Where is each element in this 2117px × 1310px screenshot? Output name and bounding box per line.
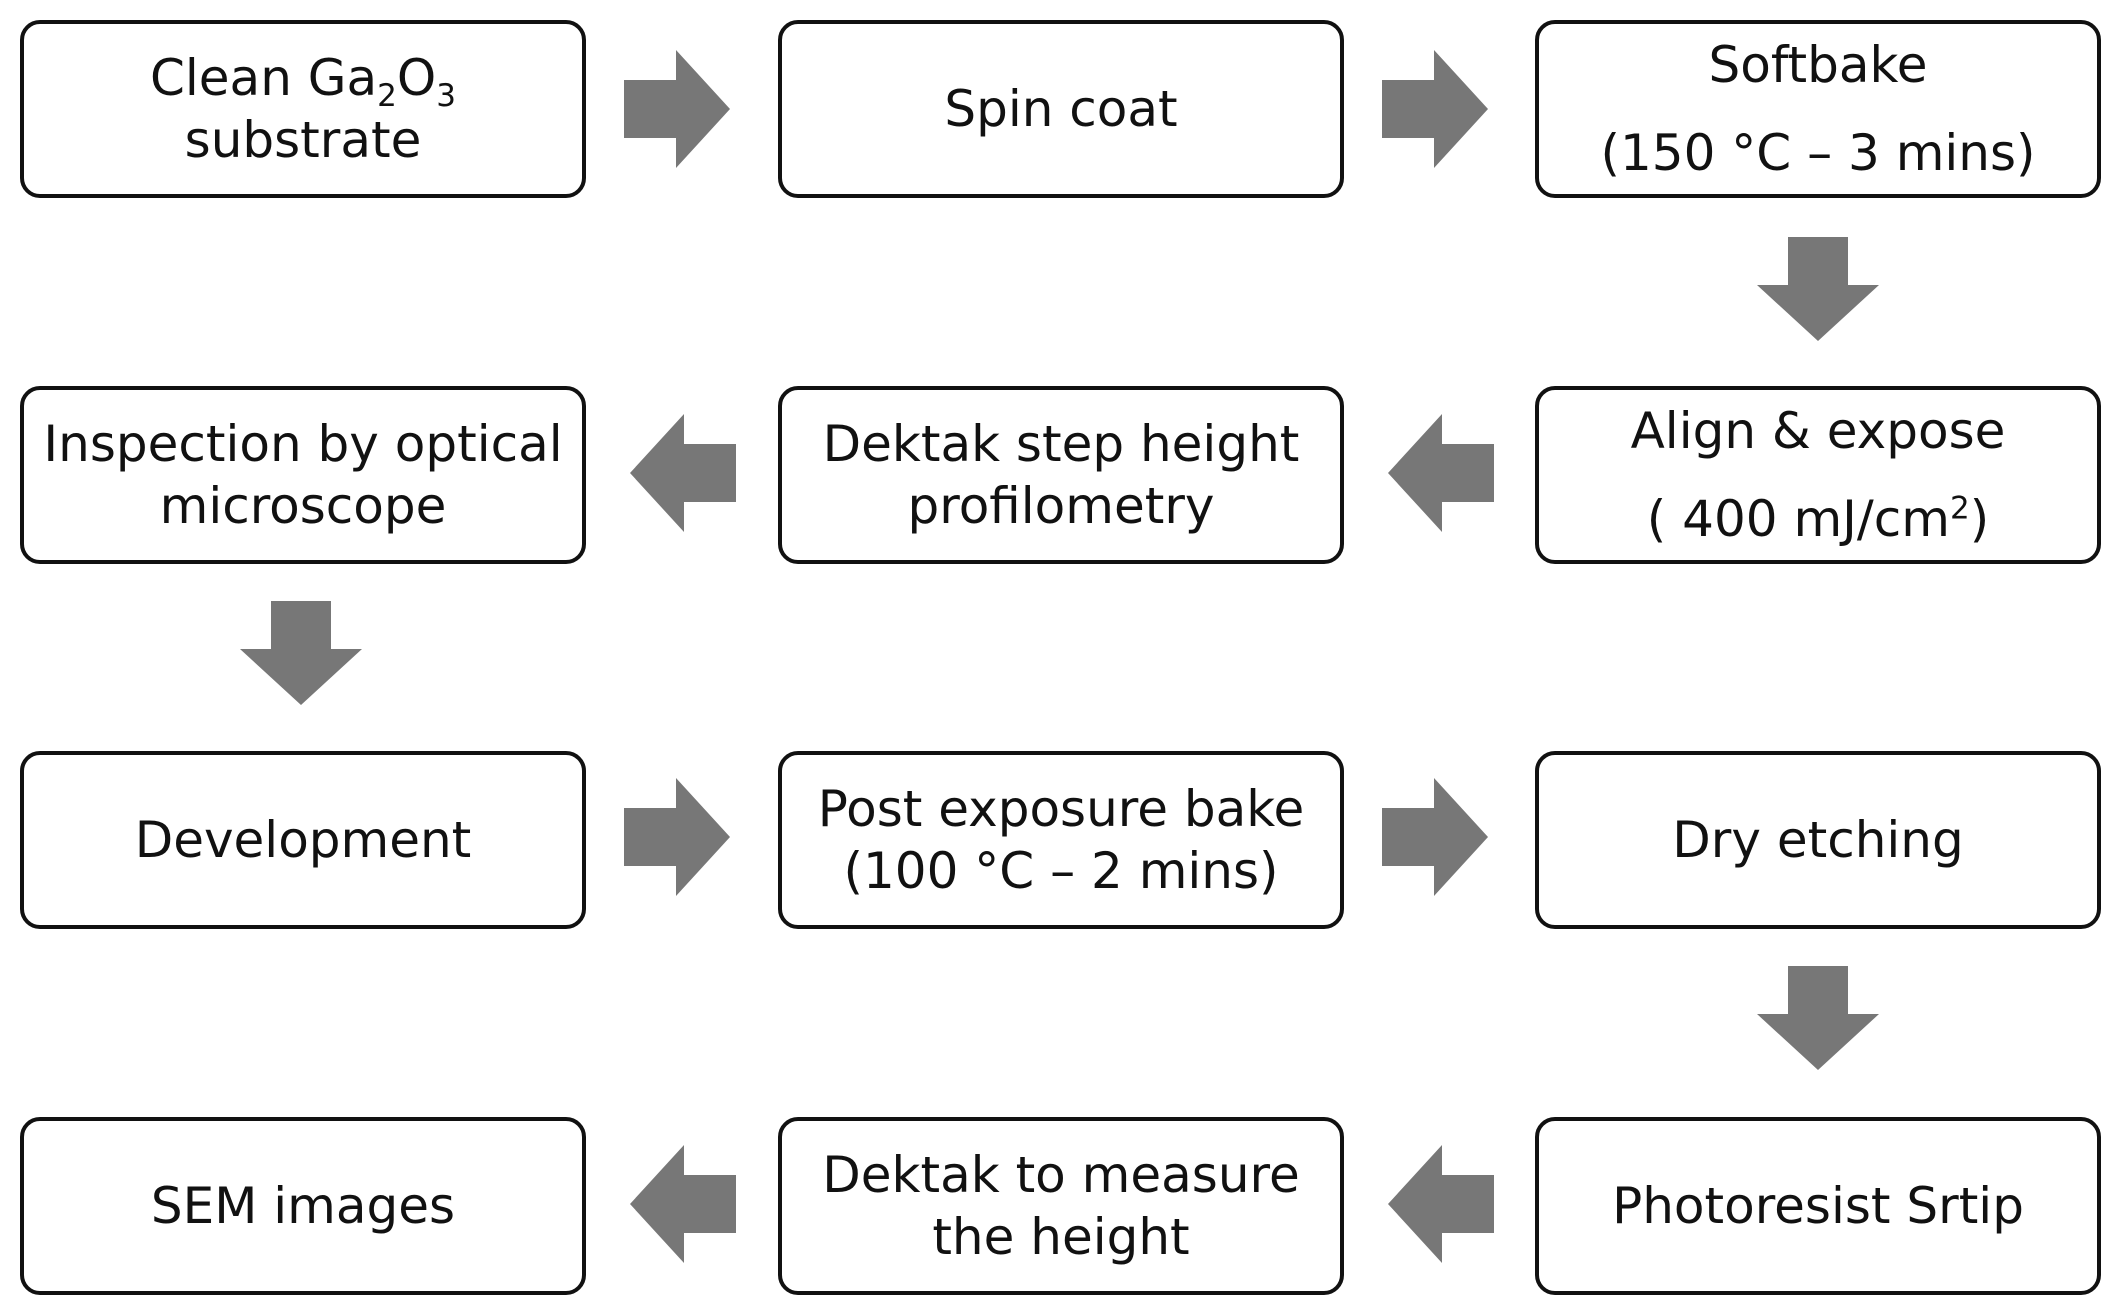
step-clean-line2: substrate [184, 111, 422, 169]
arrow-down-icon [1757, 966, 1879, 1070]
step-photoresist-strip-label: Photoresist Srtip [1612, 1176, 2024, 1235]
arrow-left-icon [1388, 414, 1494, 532]
step-development: Development [20, 751, 586, 929]
step-dektak-measure-line2: the height [932, 1208, 1190, 1266]
step-align-expose-line2: ( 400 mJ/cm2) [1646, 490, 1990, 548]
step-spin-coat: Spin coat [778, 20, 1344, 198]
step-spin-coat-label: Spin coat [944, 79, 1178, 138]
step-sem-label: SEM images [150, 1176, 456, 1235]
step-inspection-line2: microscope [159, 477, 447, 535]
step-inspection: Inspection by optical microscope [20, 386, 586, 564]
step-align-expose: Align & expose ( 400 mJ/cm2) [1535, 386, 2101, 564]
step-dry-etching-label: Dry etching [1672, 810, 1964, 869]
step-dry-etching: Dry etching [1535, 751, 2101, 929]
arrow-right-icon [1382, 50, 1488, 168]
arrow-left-icon [630, 1145, 736, 1263]
step-clean-line1: Clean Ga2O3 [149, 48, 456, 114]
arrow-down-icon [1757, 237, 1879, 341]
step-dektak-measure-line1: Dektak to measure [822, 1145, 1300, 1204]
arrow-right-icon [624, 50, 730, 168]
arrow-left-icon [1388, 1145, 1494, 1263]
step-post-exposure-line1: Post exposure bake [817, 779, 1305, 838]
step-post-exposure-bake: Post exposure bake (100 °C – 2 mins) [778, 751, 1344, 929]
step-post-exposure-line2: (100 °C – 2 mins) [843, 842, 1279, 900]
step-softbake: Softbake (150 °C – 3 mins) [1535, 20, 2101, 198]
step-softbake-line2: (150 °C – 3 mins) [1600, 124, 2036, 182]
arrow-left-icon [630, 414, 736, 532]
step-clean-substrate: Clean Ga2O3 substrate [20, 20, 586, 198]
step-dektak-measure: Dektak to measure the height [778, 1117, 1344, 1295]
arrow-right-icon [1382, 778, 1488, 896]
step-sem-images: SEM images [20, 1117, 586, 1295]
step-dektak-step-height: Dektak step height profilometry [778, 386, 1344, 564]
step-photoresist-strip: Photoresist Srtip [1535, 1117, 2101, 1295]
arrow-down-icon [240, 601, 362, 705]
step-development-label: Development [134, 810, 472, 869]
arrow-right-icon [624, 778, 730, 896]
step-inspection-line1: Inspection by optical [43, 414, 563, 473]
step-softbake-line1: Softbake [1708, 35, 1928, 94]
step-align-expose-line1: Align & expose [1630, 401, 2006, 460]
step-dektak-step-line1: Dektak step height [822, 414, 1300, 473]
step-dektak-step-line2: profilometry [907, 477, 1215, 535]
